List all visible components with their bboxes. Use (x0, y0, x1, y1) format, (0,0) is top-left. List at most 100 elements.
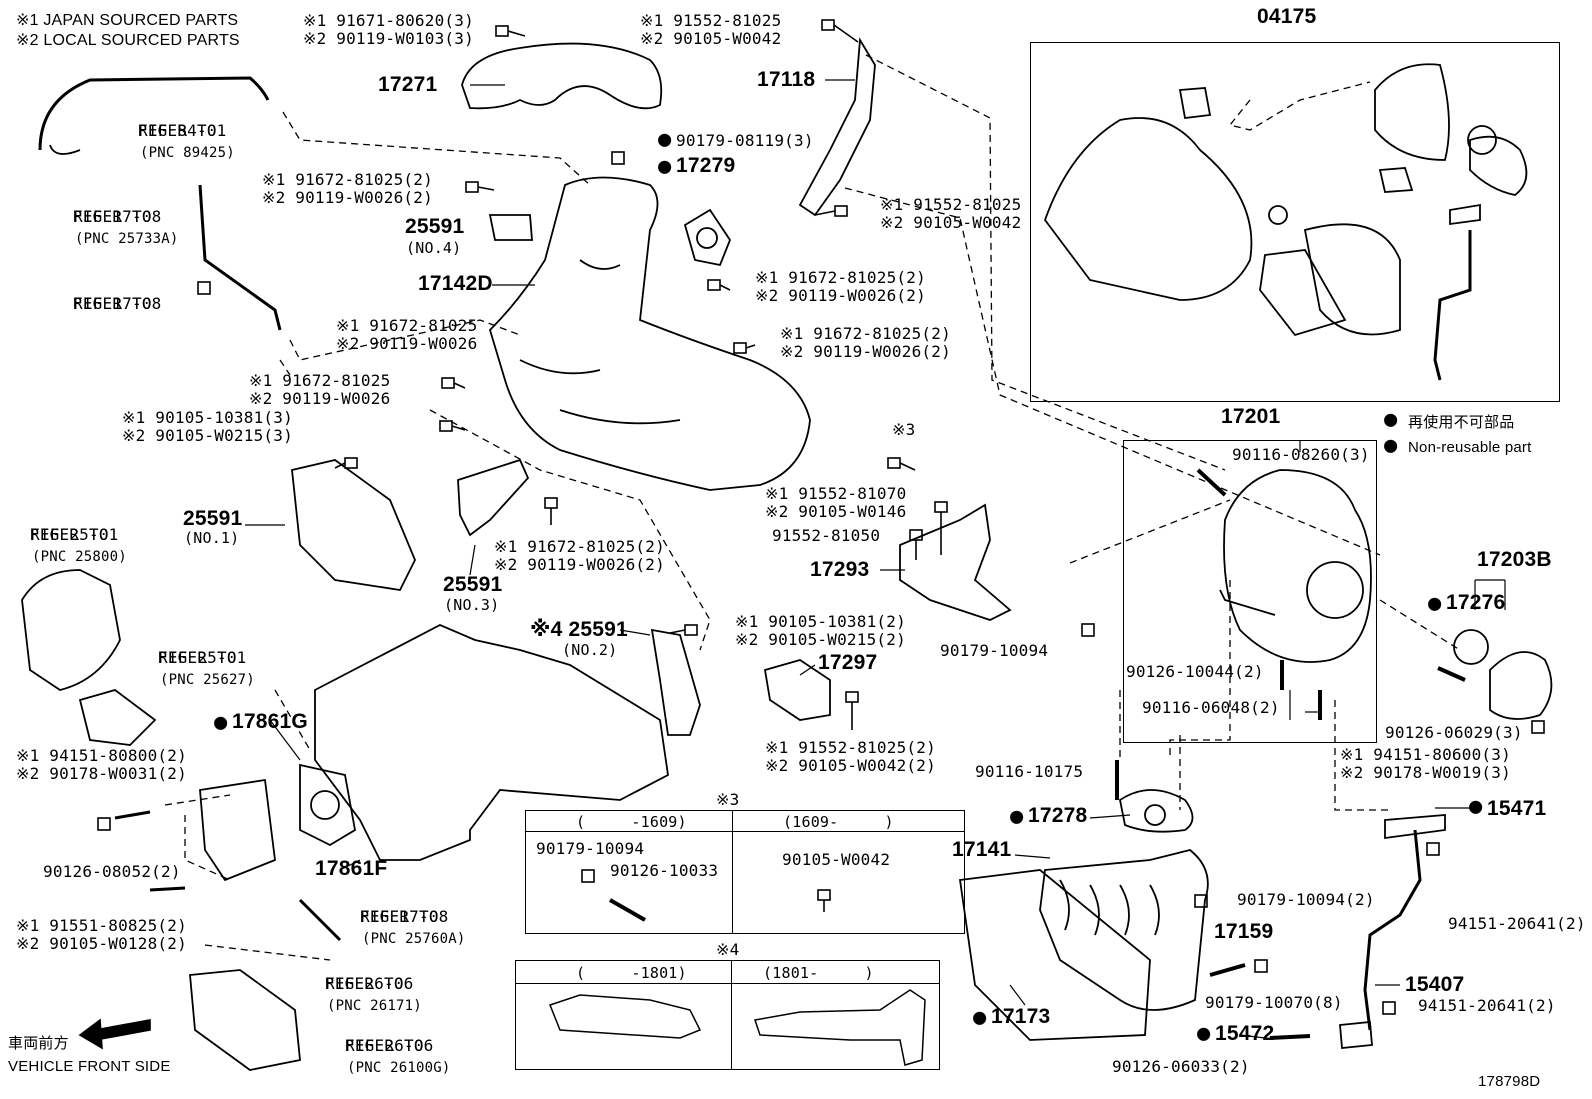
stud-90126-06029: 90126-06029(3) (1385, 723, 1523, 742)
part-17201: 17201 (1221, 405, 1281, 428)
table-4-divider (515, 960, 940, 984)
table-4-mark: ※4 (716, 940, 740, 959)
bolt-91672-81025-c: ※1 91672-81025 (336, 316, 478, 335)
ref-26171: REFER TO FIG 26-06 (PNC 26171) (325, 974, 422, 1014)
table-3-mark: ※3 (716, 790, 740, 809)
bolt-90119-w0103: ※2 90119-W0103(3) (303, 29, 474, 48)
nonreusable-dot-icon: ● (1428, 591, 1442, 616)
bolt-91552-81025-top: ※1 91552-81025 (640, 11, 782, 30)
part-17141: 17141 (952, 838, 1012, 861)
bolt-91552-81050: 91552-81050 (772, 526, 881, 545)
part-25591-no2: ※4 25591 (530, 618, 628, 641)
bolt-91672-81025-a: ※1 91672-81025(2) (262, 170, 433, 189)
legend-japan: ※1 JAPAN SOURCED PARTS (16, 12, 239, 29)
legend-reuse-jp: 再使用不可部品 (1408, 413, 1515, 431)
part-25591-no3: 25591 (443, 573, 503, 596)
solid-leaders (245, 79, 1506, 1039)
nut-94151-20641-b: 94151-20641(2) (1418, 996, 1556, 1015)
stud-90126-10044: 90126-10044(2) (1126, 662, 1264, 681)
nonreusable-dot-icon: ● (658, 127, 672, 152)
nonreusable-dot-icon: ● (1197, 1021, 1211, 1046)
bolt-90119-w0026-b: ※2 90119-W0026(2) (755, 286, 926, 305)
bolt-90105-w0215-b: ※2 90105-W0215(2) (735, 630, 906, 649)
part-25591-no4: 25591 (405, 215, 465, 238)
nut-90179-10094-2: 90179-10094(2) (1237, 890, 1375, 909)
front-label-en: VEHICLE FRONT SIDE (8, 1058, 171, 1075)
nonreusable-dot-icon: ● (658, 154, 672, 179)
part-17861g: 17861G (232, 710, 308, 733)
front-arrow (94, 1019, 151, 1041)
part-17118: 17118 (757, 68, 816, 91)
part-17278: 17278 (1028, 804, 1088, 827)
nut-90179-10094: 90179-10094 (940, 641, 1049, 660)
stud-90126-06033: 90126-06033(2) (1112, 1057, 1250, 1076)
figure-id: 178798D (1478, 1073, 1541, 1090)
dashed-leaders (164, 54, 1461, 961)
bolt-91551-80825: ※1 91551-80825(2) (16, 916, 187, 935)
bolt-91672-81025-f: ※1 91672-81025(2) (494, 537, 665, 556)
ref-17-08: REFER TO FIG 17-08 (73, 294, 162, 313)
nut-90178-w0031: ※2 90178-W0031(2) (16, 764, 187, 783)
bolt-91672-81025-e: ※1 91672-81025 (249, 371, 391, 390)
stud-90116-06048: 90116-06048(2) (1142, 698, 1280, 717)
nut-94151-20641-a: 94151-20641(2) (1448, 914, 1586, 933)
bolt-90119-w0026-f: ※2 90119-W0026(2) (494, 555, 665, 574)
table-3-divider (525, 810, 965, 832)
part-15472: 15472 (1215, 1022, 1275, 1045)
part-25591-no3-sub: (NO.3) (444, 596, 500, 614)
bolt-90119-w0026-c: ※2 90119-W0026 (336, 334, 478, 353)
fastener-glyphs (97, 19, 1545, 1040)
part-04175: 04175 (1257, 5, 1317, 28)
bolt-90105-w0042-b: ※2 90105-W0042(2) (765, 756, 936, 775)
stud-90116-08260: 90116-08260(3) (1232, 445, 1370, 464)
bolt-90105-w0128: ※2 90105-W0128(2) (16, 934, 187, 953)
part-15407: 15407 (1405, 973, 1465, 996)
ref-26100g: REFER TO FIG 26-06 (PNC 26100G) (345, 1036, 451, 1076)
table-4-col-divider (731, 960, 732, 1070)
table-3-col1: ( -1609) (576, 813, 687, 831)
table-3-nut: 90179-10094 (536, 839, 645, 858)
nut-90179-10070: 90179-10070(8) (1205, 993, 1343, 1012)
bolt-90105-10381-a: ※1 90105-10381(3) (122, 408, 293, 427)
table-3-stud: 90126-10033 (610, 861, 719, 880)
ref-25800: REFER TO FIG 25-01 (PNC 25800) (30, 525, 127, 565)
bolt-91672-81025-b: ※1 91672-81025(2) (755, 268, 926, 287)
part-sketches (21, 37, 1553, 1071)
part-17271: 17271 (378, 73, 438, 96)
part-17297: 17297 (818, 651, 878, 674)
bolt-90179-08119: 90179-08119(3) (676, 131, 814, 150)
bolt-90105-w0042-mid: ※2 90105-W0042 (880, 213, 1022, 232)
legend-reuse-en: Non-reusable part (1408, 439, 1532, 456)
nut-94151-80800: ※1 94151-80800(2) (16, 746, 187, 765)
bolt-90105-w0215-a: ※2 90105-W0215(3) (122, 426, 293, 445)
nonreusable-dot-icon: ● (214, 710, 228, 735)
nonreusable-dot-icon: ● (973, 1005, 987, 1030)
bolt-90119-w0026-a: ※2 90119-W0026(2) (262, 188, 433, 207)
bolt-91671-80620: ※1 91671-80620(3) (303, 11, 474, 30)
part-17159: 17159 (1214, 920, 1274, 943)
part-17173: 17173 (991, 1005, 1051, 1028)
bolt-90105-10381-b: ※1 90105-10381(2) (735, 612, 906, 631)
bolt-91552-81025-b: ※1 91552-81025(2) (765, 738, 936, 757)
turbo-17201-box (1123, 440, 1377, 743)
bolt-90105-w0042-top: ※2 90105-W0042 (640, 29, 782, 48)
front-label-jp: 車両前方 (8, 1034, 69, 1052)
legend-local: ※2 LOCAL SOURCED PARTS (16, 32, 240, 49)
mark-3-label: ※3 (892, 420, 916, 439)
bolt-91552-81025-mid: ※1 91552-81025 (880, 195, 1022, 214)
part-25591-no1: 25591 (183, 507, 243, 530)
part-17276: 17276 (1446, 591, 1506, 614)
nonreusable-dot-icon: ● (1010, 804, 1024, 829)
table-4-col2: (1801- ) (763, 964, 874, 982)
part-17203b: 17203B (1477, 548, 1552, 571)
part-17279: 17279 (676, 154, 736, 177)
nut-90178-w0019: ※2 90178-W0019(3) (1340, 763, 1511, 782)
nut-94151-80600: ※1 94151-80600(3) (1340, 745, 1511, 764)
nonreusable-dot-icon: ● (1384, 407, 1398, 432)
table-4-col1: ( -1801) (576, 964, 687, 982)
table-3-col-divider (732, 810, 733, 934)
part-15471: 15471 (1487, 797, 1547, 820)
part-17861f: 17861F (315, 857, 388, 880)
stud-90126-08052: 90126-08052(2) (43, 862, 181, 881)
